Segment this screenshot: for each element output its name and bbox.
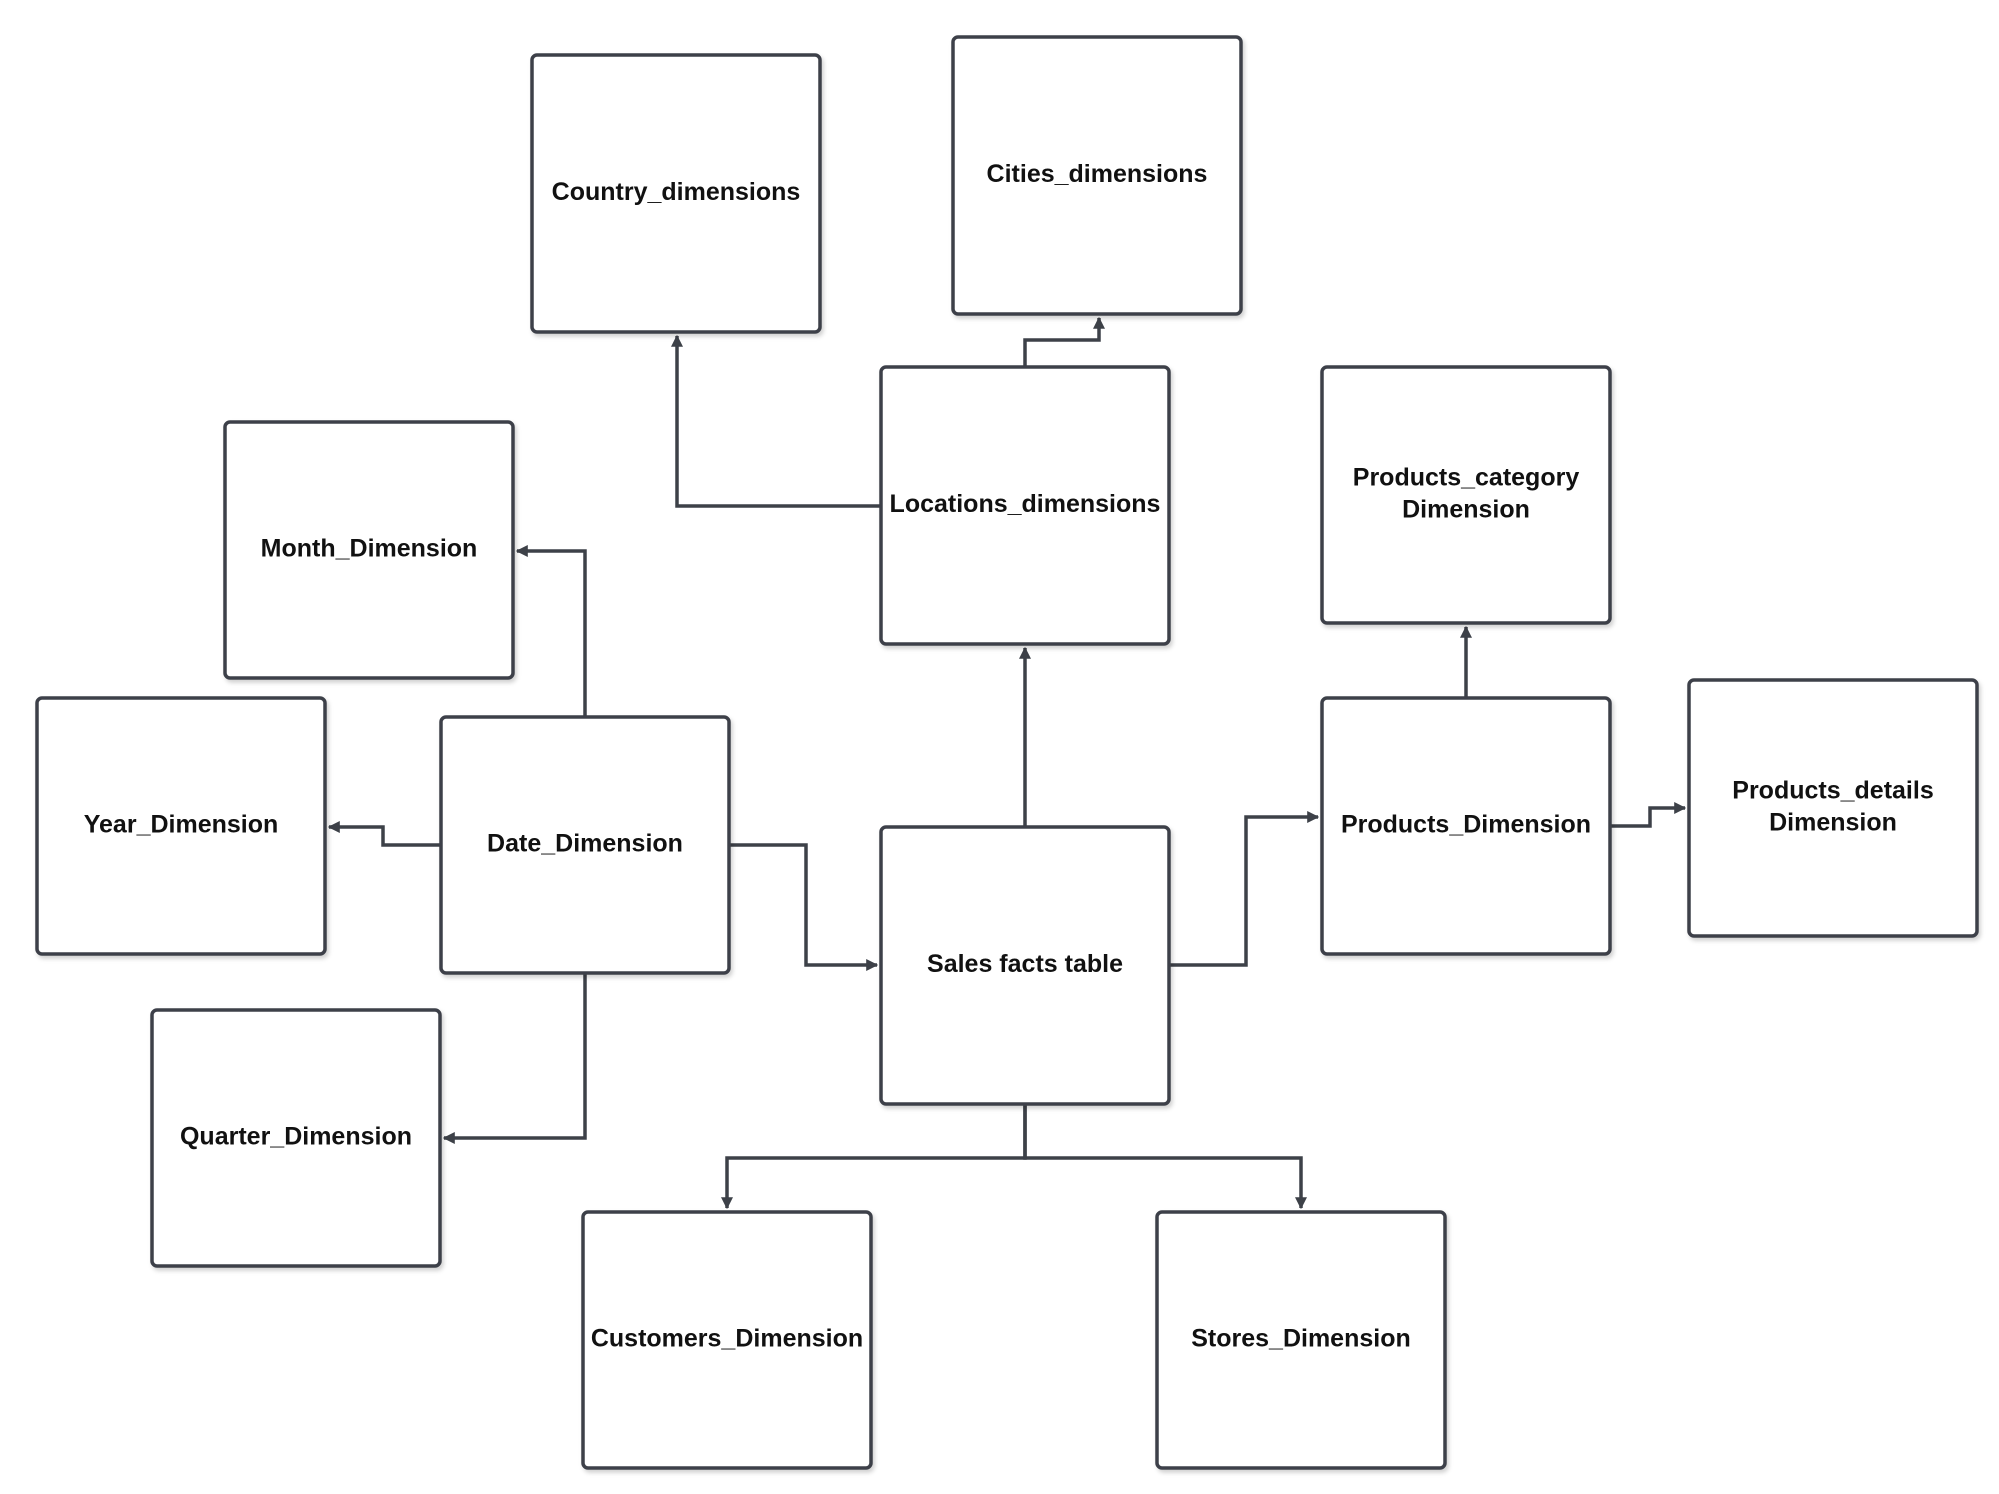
node-box-proddetails xyxy=(1687,678,1979,938)
node-date[interactable]: Date_Dimension xyxy=(439,715,731,975)
node-box-customers xyxy=(581,1210,873,1470)
node-label-cities: Cities_dimensions xyxy=(987,160,1208,188)
node-locations[interactable]: Locations_dimensions xyxy=(879,365,1171,646)
node-label-line: Stores_Dimension xyxy=(1191,1325,1411,1353)
node-label-customers: Customers_Dimension xyxy=(591,1325,863,1353)
node-label-year: Year_Dimension xyxy=(84,811,279,839)
node-label-line: Dimension xyxy=(1769,809,1897,837)
edge-date-to-quarter xyxy=(442,973,587,1144)
node-box-date xyxy=(439,715,731,975)
node-label-line: Month_Dimension xyxy=(261,535,478,563)
node-box-cities xyxy=(951,35,1243,316)
node-label-line: Products_category xyxy=(1353,464,1580,492)
edge-date-to-month xyxy=(515,545,587,717)
node-sales[interactable]: Sales facts table xyxy=(879,825,1171,1106)
edge-sales-to-stores xyxy=(1023,1104,1307,1210)
node-quarter[interactable]: Quarter_Dimension xyxy=(150,1008,442,1268)
node-label-line: Products_Dimension xyxy=(1341,811,1591,839)
node-label-line: Sales facts table xyxy=(927,950,1123,978)
node-country[interactable]: Country_dimensions xyxy=(530,53,822,334)
node-label-line: Customers_Dimension xyxy=(591,1325,863,1353)
node-label-country: Country_dimensions xyxy=(552,178,801,206)
node-label-locations: Locations_dimensions xyxy=(890,490,1161,518)
node-label-line: Country_dimensions xyxy=(552,178,801,206)
node-label-date: Date_Dimension xyxy=(487,830,683,858)
node-cities[interactable]: Cities_dimensions xyxy=(951,35,1243,316)
node-products[interactable]: Products_Dimension xyxy=(1320,696,1612,956)
node-label-line: Year_Dimension xyxy=(84,811,279,839)
node-label-line: Dimension xyxy=(1402,496,1530,524)
node-box-products xyxy=(1320,696,1612,956)
node-label-stores: Stores_Dimension xyxy=(1191,1325,1411,1353)
node-stores[interactable]: Stores_Dimension xyxy=(1155,1210,1447,1470)
node-customers[interactable]: Customers_Dimension xyxy=(581,1210,873,1470)
edge-sales-to-products xyxy=(1169,811,1320,967)
edge-locations-to-cities xyxy=(1023,316,1105,367)
nodes-layer: Country_dimensions Cities_dimensionsMonth… xyxy=(35,35,1979,1470)
node-box-quarter xyxy=(150,1008,442,1268)
node-label-line: Locations_dimensions xyxy=(890,490,1161,518)
node-box-country xyxy=(530,53,822,334)
node-label-line: Quarter_Dimension xyxy=(180,1123,412,1151)
edge-date-to-sales xyxy=(729,843,879,971)
node-label-products: Products_Dimension xyxy=(1341,811,1591,839)
node-box-stores xyxy=(1155,1210,1447,1470)
node-box-locations xyxy=(879,365,1171,646)
node-box-prodcategory xyxy=(1320,365,1612,625)
node-label-line: Date_Dimension xyxy=(487,830,683,858)
node-month[interactable]: Month_Dimension xyxy=(223,420,515,680)
node-label-quarter: Quarter_Dimension xyxy=(180,1123,412,1151)
node-label-line: Cities_dimensions xyxy=(987,160,1208,188)
node-label-sales: Sales facts table xyxy=(927,950,1123,978)
edge-products-to-proddetails xyxy=(1610,802,1687,828)
node-box-sales xyxy=(879,825,1171,1106)
node-box-year xyxy=(35,696,327,956)
edge-sales-to-customers xyxy=(721,1104,1027,1210)
node-box-month xyxy=(223,420,515,680)
edge-date-to-year xyxy=(327,821,441,847)
node-year[interactable]: Year_Dimension xyxy=(35,696,327,956)
node-label-month: Month_Dimension xyxy=(261,535,478,563)
edges-layer xyxy=(327,316,1687,1210)
edge-locations-to-country xyxy=(671,334,881,508)
node-label-line: Products_details xyxy=(1732,777,1933,805)
